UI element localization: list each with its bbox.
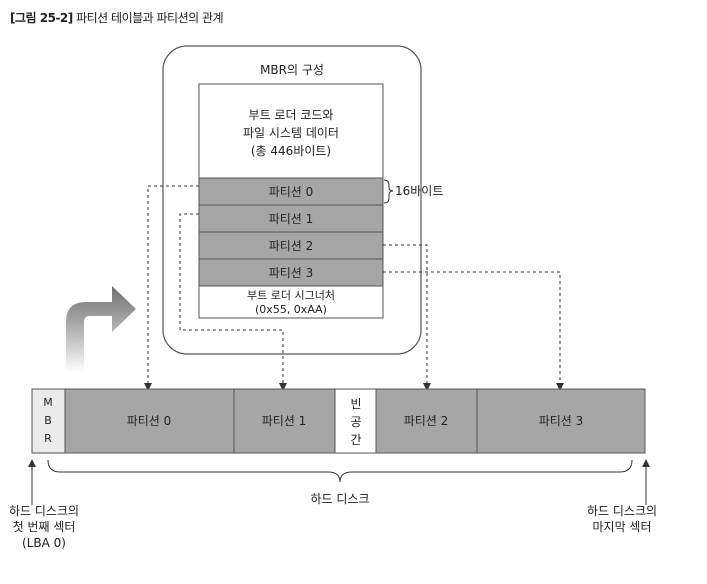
first-sector-line-2: 첫 번째 섹터 <box>13 520 76 534</box>
mbr-entry-2-label: 파티션 2 <box>269 239 314 253</box>
boot-code-block <box>198 83 384 179</box>
mbr-entry-0 <box>198 177 384 206</box>
disk-partition-0 <box>64 388 235 454</box>
connector-partition-1 <box>179 213 287 391</box>
disk-brace <box>47 459 633 483</box>
entry-size-note: 16바이트 <box>395 184 443 198</box>
boot-code-line-2: 파일 시스템 데이터 <box>243 126 339 140</box>
empty-space-char-3: 간 <box>350 433 361 447</box>
last-sector-line-1: 하드 디스크의 <box>587 504 657 518</box>
connector-partition-2 <box>383 244 431 391</box>
disk-partition-2-label: 파티션 2 <box>404 414 449 428</box>
boot-signature-block <box>198 285 384 319</box>
figure-caption: [그림 25-2] 파티션 테이블과 파티션의 관계 <box>10 9 224 26</box>
disk-partition-3-label: 파티션 3 <box>539 414 584 428</box>
mbr-structure-title: MBR의 구성 <box>260 63 324 77</box>
disk-partition-3 <box>476 388 646 454</box>
signature-line-1: 부트 로더 시그너처 <box>247 289 335 302</box>
dashed-connectors <box>144 185 564 391</box>
connector-partition-3 <box>383 271 564 391</box>
mbr-entry-1-label: 파티션 1 <box>269 212 314 226</box>
mbr-entry-0-label: 파티션 0 <box>269 185 314 199</box>
signature-line-2: (0x55, 0xAA) <box>255 303 327 316</box>
figure-number: [그림 25-2] <box>10 11 73 25</box>
boot-code-line-3: (총 446바이트) <box>251 144 331 158</box>
first-sector-line-1: 하드 디스크의 <box>9 504 79 518</box>
disk-partition-1 <box>233 388 336 454</box>
disk-brace-label: 하드 디스크 <box>310 492 369 506</box>
first-sector-line-3: (LBA 0) <box>22 536 66 550</box>
entry-size-bracket <box>383 179 394 204</box>
empty-space-char-1: 빈 <box>350 397 361 411</box>
mbr-structure-frame <box>162 45 422 355</box>
disk-mbr-char-2: B <box>44 414 52 427</box>
disk-mbr-char-1: M <box>43 396 53 409</box>
figure-title: 파티션 테이블과 파티션의 관계 <box>76 11 224 25</box>
disk-partition-2 <box>375 388 478 454</box>
mbr-entry-3-label: 파티션 3 <box>269 266 314 280</box>
disk-mbr-char-3: R <box>44 432 52 445</box>
boot-code-line-1: 부트 로더 코드와 <box>249 108 334 122</box>
connector-partition-0 <box>144 185 199 391</box>
disk-mbr-segment <box>31 388 66 454</box>
disk-empty-space <box>334 388 377 454</box>
big-curved-arrow-icon <box>66 286 136 372</box>
disk-partition-1-label: 파티션 1 <box>262 414 307 428</box>
disk-partition-0-label: 파티션 0 <box>127 414 172 428</box>
empty-space-char-2: 공 <box>350 415 361 429</box>
last-sector-line-2: 마지막 섹터 <box>592 520 651 534</box>
